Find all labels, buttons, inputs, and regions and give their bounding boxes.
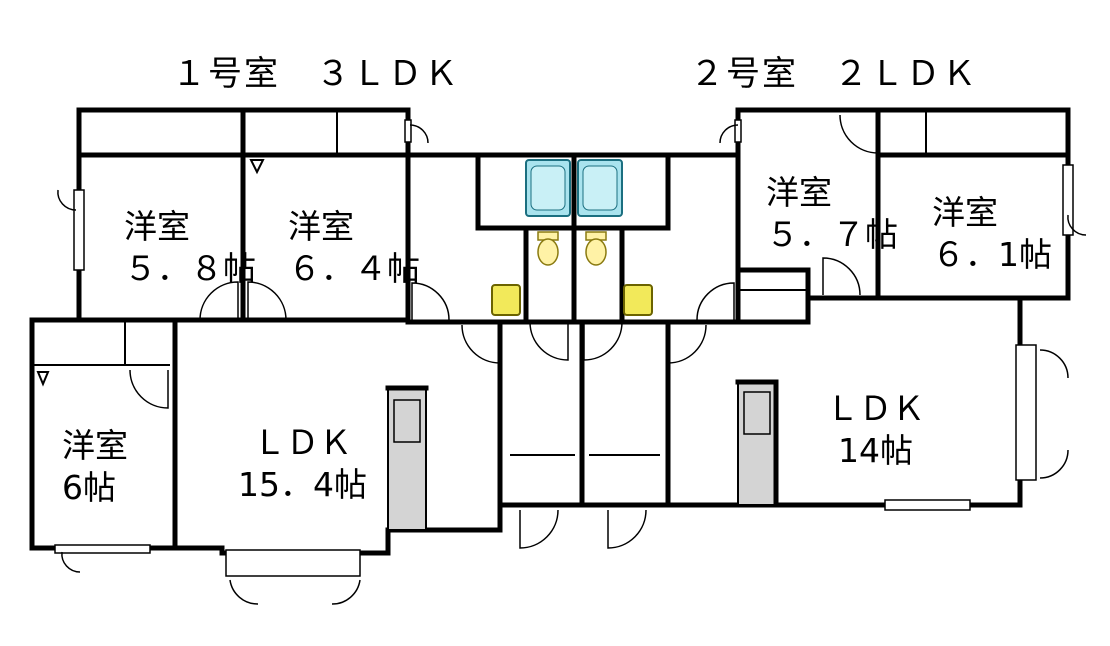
doors [36, 114, 1087, 605]
room-name: ＬＤＫ [253, 423, 352, 462]
room-size: 6帖 [62, 468, 116, 507]
room-name: ＬＤＫ [826, 389, 925, 428]
room-name: 洋室 [288, 207, 354, 246]
room-u2-western-b: 洋室 ６．1帖 [932, 192, 1052, 276]
unit-2-title: ２号室 ２ＬＤＫ [690, 54, 978, 94]
fixtures [385, 159, 779, 531]
room-size: ５．８帖 [124, 249, 256, 288]
sink-icon [491, 284, 521, 316]
room-u1-western-b: 洋室 ６．４帖 [288, 206, 420, 290]
unit-1-walls [29, 107, 503, 556]
room-name: 洋室 [124, 207, 190, 246]
unit-1-title: １号室 ３ＬＤＫ [172, 54, 460, 94]
room-size: ５．７帖 [766, 215, 898, 254]
room-size: ６．1帖 [932, 235, 1052, 274]
toilet-icon [585, 231, 607, 266]
sink-icon [623, 284, 653, 316]
room-size: 15．4帖 [238, 465, 367, 504]
room-u1-ldk: ＬＤＫ 15．4帖 [238, 422, 367, 506]
central-wet-area [475, 152, 671, 508]
room-name: 洋室 [62, 426, 128, 465]
toilet-icon [537, 231, 559, 266]
room-size: ６．４帖 [288, 249, 420, 288]
windows [54, 119, 1074, 577]
room-u1-western-a: 洋室 ５．８帖 [124, 206, 256, 290]
room-u2-ldk: ＬＤＫ 14帖 [826, 388, 925, 472]
room-u2-western-a: 洋室 ５．７帖 [766, 172, 898, 256]
room-size: 14帖 [838, 431, 913, 470]
room-u1-western-c: 洋室 6帖 [62, 425, 128, 509]
room-name: 洋室 [932, 193, 998, 232]
room-name: 洋室 [766, 173, 832, 212]
